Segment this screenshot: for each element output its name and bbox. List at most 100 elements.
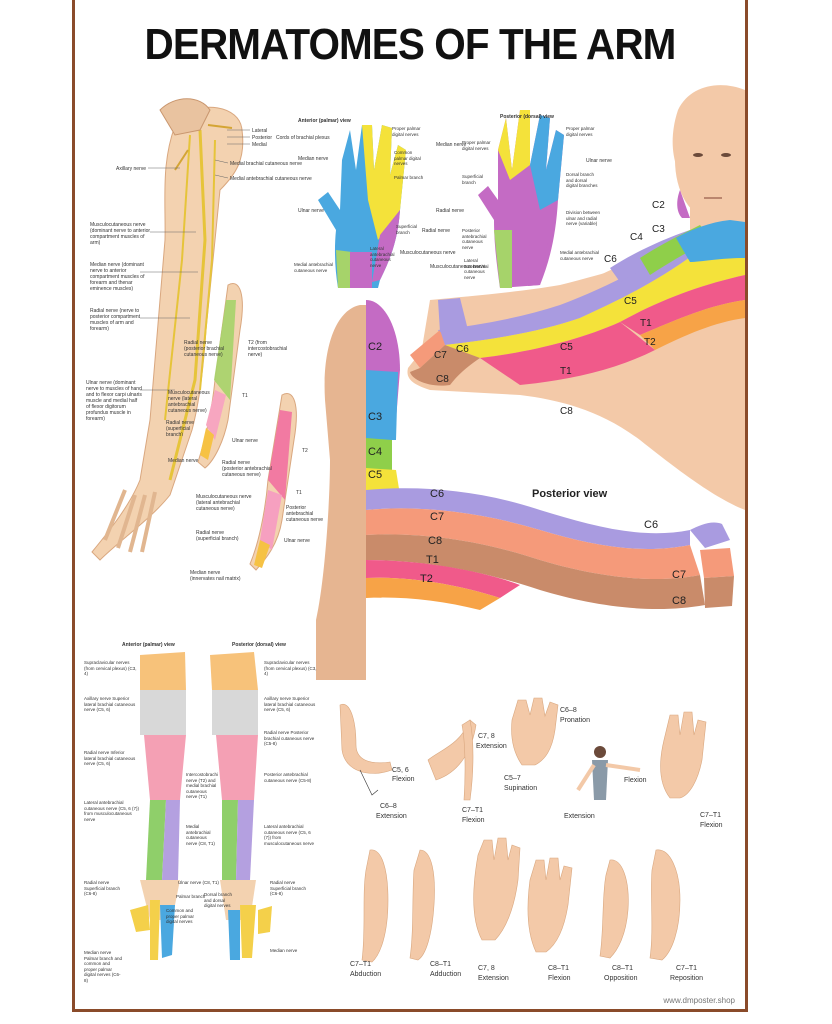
- label-dorsal-branch: Dorsal branch and dorsal digital branche…: [566, 172, 598, 188]
- full-arms-figure: Anterior (palmar) view Posterior (dorsal…: [122, 642, 286, 960]
- label-c5-arm: C5: [560, 342, 573, 353]
- label-medial-antebrachial-dorsal: Medial antebrachial cutaneous nerve: [560, 250, 600, 261]
- label-median-dorsal: Median nerve: [436, 142, 467, 148]
- label-t1-b: T1: [296, 490, 302, 496]
- move-10-action: Adduction: [430, 971, 461, 978]
- label-radial-post-brachial: Radial nerve (posterior brachial cutaneo…: [184, 340, 225, 358]
- label-anterior-palmar-view: Anterior (palmar) view: [298, 118, 351, 124]
- move-0-action: Flexion: [392, 776, 415, 783]
- label-median-annotation: Median nerve (innervates nail matrix): [190, 570, 241, 582]
- label-ulnar: Ulnar nerve (dominant nerve to muscles o…: [86, 380, 142, 422]
- forearm-dermatome-1-labels: Radial nerve (posterior brachial cutaneo…: [166, 340, 288, 464]
- move-10-segment: C8–T1: [430, 961, 451, 968]
- move-13-action: Opposition: [604, 975, 638, 982]
- label-t1-post: T1: [426, 554, 439, 566]
- label-cords: Cords of brachial plexus: [276, 135, 330, 141]
- credit: www.dmposter.shop: [663, 996, 735, 1005]
- movement-figures: [339, 697, 707, 963]
- label-superficial-dorsal: Superficial branch: [462, 174, 484, 185]
- label-c8-hand-front: C8: [436, 374, 449, 385]
- label-post-antebrachial-dorsal: Posterior antebrachial cutaneous nerve: [462, 228, 487, 250]
- label-supraclavicular-post: Supraclavicular nerves (from cervical pl…: [264, 660, 317, 676]
- label-supraclavicular: Supraclavicular nerves (from cervical pl…: [84, 660, 137, 676]
- move-1-action: Extension: [376, 813, 407, 820]
- label-ulnar-a: Ulnar nerve: [232, 438, 258, 444]
- label-median-hand: Median nerve: [298, 156, 329, 162]
- label-radial-post-antebrachial: Radial nerve (posterior antebrachial cut…: [222, 460, 272, 478]
- label-intercosto: Intercostobrachial nerve (T2) and medial…: [186, 772, 218, 799]
- move-9-segment: C7–T1: [350, 961, 371, 968]
- move-9-action: Abduction: [350, 971, 381, 978]
- label-musculo-hand: Musculocutaneous nerve: [400, 250, 456, 256]
- move-3-action: Flexion: [462, 817, 485, 824]
- label-division-note: Division between ulnar and radial nerve …: [566, 210, 601, 226]
- label-c8-arm: C8: [560, 406, 573, 417]
- label-palmar-branch-body: Palmar branch: [176, 894, 206, 899]
- label-c3-post: C3: [368, 411, 382, 423]
- front-figure: [407, 85, 745, 511]
- label-radial-superficial-body: Radial nerve Superficial branch (C6-8): [84, 880, 121, 896]
- label-c5-post: C5: [368, 469, 382, 481]
- move-5-action: Supination: [504, 785, 537, 792]
- label-c6-post: C6: [430, 488, 444, 500]
- label-medial-brachial: Medial brachial cutaneous nerve: [230, 161, 302, 167]
- hand-palmar: [318, 125, 406, 288]
- hand-palmar-labels: Anterior (palmar) view Proper palmar dig…: [294, 118, 456, 273]
- move-2-segment: C7, 8: [478, 733, 495, 740]
- label-radial-hand: Radial nerve: [422, 228, 450, 234]
- label-lateral-antebrachial-hand: Lateral antebrachial cutaneous nerve: [370, 246, 395, 268]
- move-6-action: Flexion: [624, 777, 647, 784]
- label-proper-palmar: Proper palmar digital nerves: [392, 126, 421, 137]
- label-lateral-antebrachial-dorsal: Lateral antebrachial cutaneous nerve: [464, 258, 489, 280]
- label-posterior-dorsal-view: Posterior (dorsal) view: [500, 114, 554, 120]
- label-c2-front: C2: [652, 200, 665, 211]
- label-ulnar-dorsal: Ulnar nerve: [586, 158, 612, 164]
- label-radial-superficial-a: Radial nerve (superficial branch): [166, 420, 195, 436]
- label-common-palmar: Common palmar digital nerves: [394, 150, 421, 166]
- move-11-action: Extension: [478, 975, 509, 982]
- move-5-segment: C5–7: [504, 775, 521, 782]
- label-proper-palmar-dorsal-b: Proper palmar digital nerves: [566, 126, 595, 137]
- move-0-segment: C5, 6: [392, 767, 409, 774]
- forearm-dermatome-2: [249, 393, 297, 571]
- nerve-arm-labels: Lateral Posterior Medial Cords of brachi…: [86, 128, 330, 422]
- move-12-action: Flexion: [548, 975, 571, 982]
- label-arms-anterior-view: Anterior (palmar) view: [122, 642, 175, 648]
- posterior-figure: [316, 300, 734, 680]
- label-medial-antebrachial: Medial antebrachial cutaneous nerve: [230, 176, 312, 182]
- label-musculo-lateral-b: Musculocutaneous nerve (lateral antebrac…: [196, 494, 252, 512]
- label-post-antebrachial: Posterior antebrachial cutaneous nerve: [286, 505, 323, 523]
- label-t1-arm: T1: [560, 366, 572, 377]
- label-ulnar-hand: Ulnar nerve: [298, 208, 324, 214]
- label-radial-dorsal: Radial nerve: [436, 208, 464, 214]
- label-radial-superficial-b: Radial nerve (superficial branch): [196, 530, 239, 542]
- move-11-segment: C7, 8: [478, 965, 495, 972]
- move-8-segment: C7–T1: [700, 812, 721, 819]
- posterior-figure-labels: Posterior view C2 C3 C4 C5 C6 C7 C8 T1 T…: [368, 341, 686, 607]
- label-t2-intercosto: T2 (from intercostobrachial nerve): [248, 340, 288, 358]
- label-arms-posterior-view: Posterior (dorsal) view: [232, 642, 286, 648]
- label-c6-hand-post: C6: [644, 519, 658, 531]
- move-2-action: Extension: [476, 743, 507, 750]
- label-medial-antebrachial-hand: Medial antebrachial cutaneous nerve: [294, 262, 334, 273]
- move-4-action: Pronation: [560, 717, 590, 724]
- label-t1-front: T1: [640, 318, 652, 329]
- label-lateral: Lateral: [252, 128, 267, 134]
- label-palmar-branch: Palmar branch: [394, 175, 424, 180]
- label-posterior: Posterior: [252, 135, 272, 141]
- move-4-segment: C6–8: [560, 707, 577, 714]
- label-median-a: Median nerve: [168, 458, 199, 464]
- front-figure-labels: C2 C3 C4 C6 C5 T1 T2 C5 T1 C8 C6 C7 C8: [434, 200, 665, 417]
- label-posterior-antebrachial-body: Posterior antebrachial cutaneous nerve (…: [264, 772, 312, 783]
- label-t2: T2: [302, 448, 308, 454]
- label-axillary-body: Axillary nerve Superior lateral brachial…: [84, 696, 136, 712]
- move-8-action: Flexion: [700, 822, 723, 829]
- forearm-dermatome-2-labels: Radial nerve (posterior antebrachial cut…: [190, 448, 323, 582]
- move-12-segment: C8–T1: [548, 965, 569, 972]
- move-7-action: Extension: [564, 813, 595, 820]
- posterior-view-caption: Posterior view: [532, 488, 608, 500]
- label-median-post: Median nerve: [270, 948, 298, 953]
- label-musculo-dorsal: Musculocutaneous nerve: [430, 264, 486, 270]
- label-t2-front: T2: [644, 337, 656, 348]
